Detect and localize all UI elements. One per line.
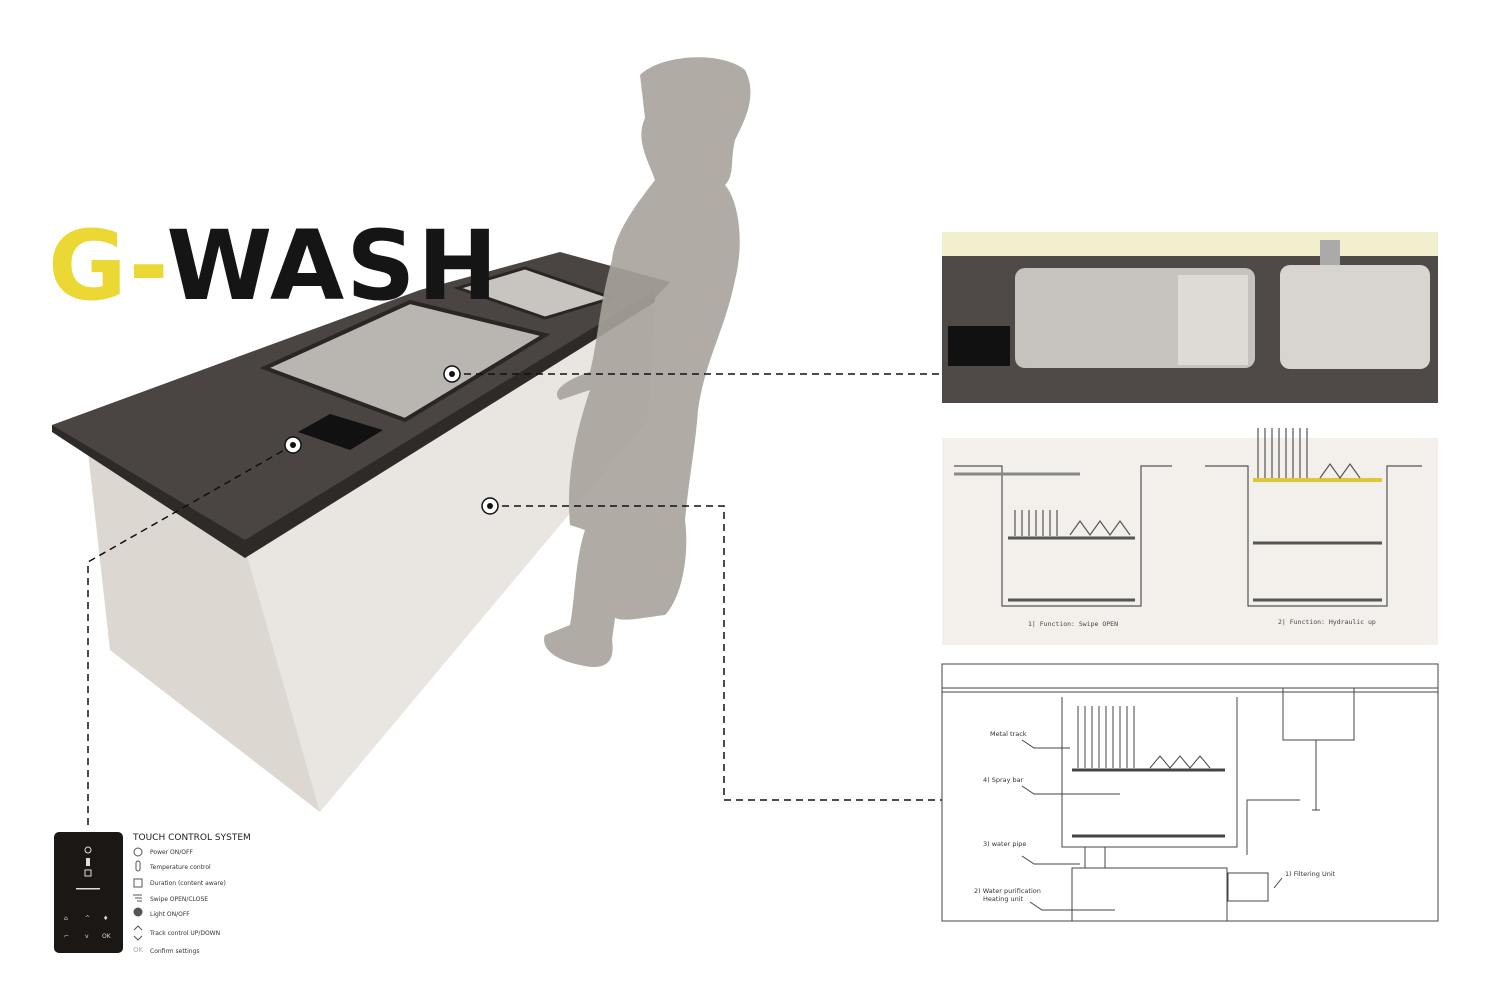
hotspot-markers[interactable] — [284, 365, 499, 515]
svg-text:^: ^ — [85, 915, 90, 922]
function-panel — [942, 428, 1438, 645]
cabinet-front — [88, 452, 320, 812]
svg-text:OK: OK — [102, 933, 112, 940]
label-metal-track: Metal track — [990, 730, 1027, 738]
touch-control-device: ⌂ ^ ♦ ⌐ v OK — [54, 832, 123, 953]
caption-swipe-open: 1| Function: Swipe OPEN — [1028, 620, 1119, 628]
faucet — [478, 243, 484, 288]
person-silhouette — [544, 57, 751, 668]
label-filtering-unit: 1) Filtering Unit — [1285, 870, 1336, 878]
legend-icons — [133, 847, 143, 941]
legend-duration: Duration (content aware) — [150, 880, 226, 887]
legend-confirm: Confirm settings — [150, 948, 200, 955]
legend-swipe: Swipe OPEN/CLOSE — [150, 896, 209, 903]
label-heating-unit: Heating unit — [983, 895, 1024, 903]
ok-icon: OK — [133, 946, 144, 954]
legend-temperature: Temperature control — [150, 864, 211, 871]
cabinet-side — [245, 298, 655, 812]
svg-text:♦: ♦ — [103, 915, 108, 922]
caption-hydraulic-up: 2| Function: Hydraulic up — [1278, 618, 1376, 626]
callout-lines — [87, 373, 942, 830]
brand-title: G-WASH — [48, 210, 500, 322]
sink-render-panel — [942, 232, 1438, 403]
legend-track: Track control UP/DOWN — [150, 930, 221, 937]
legend-light: Light ON/OFF — [150, 911, 190, 918]
svg-text:⌐: ⌐ — [64, 933, 69, 940]
label-water-purification: 2) Water purification — [974, 887, 1041, 895]
touch-control-heading: TOUCH CONTROL SYSTEM — [133, 833, 251, 843]
section-drawing — [941, 663, 1439, 922]
legend-power: Power ON/OFF — [150, 849, 193, 856]
svg-text:⌂: ⌂ — [64, 915, 68, 922]
svg-text:v: v — [85, 933, 89, 940]
touch-panel — [298, 414, 383, 450]
label-spray-bar: 4) Spray bar — [983, 776, 1024, 784]
label-water-pipe: 3) water pipe — [983, 840, 1027, 848]
main-sink — [259, 299, 551, 423]
